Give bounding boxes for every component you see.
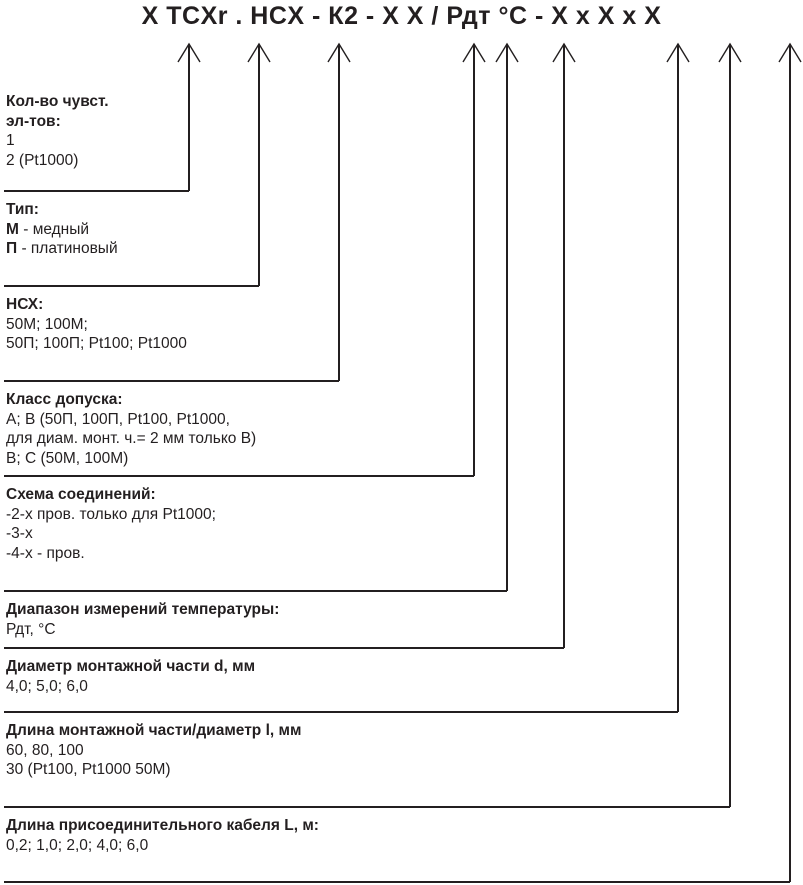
legend-section-mounting-length: Длина монтажной части/диаметр l, мм 60, 8…: [0, 721, 301, 780]
section-title: Длина монтажной части/диаметр l, мм: [6, 722, 302, 739]
section-option: -2-х пров. только для Pt1000;: [6, 505, 216, 523]
section-option: 50М; 100М;: [6, 315, 88, 333]
section-option: В; С (50М, 100М): [6, 449, 129, 467]
code-arrow-3: [327, 42, 351, 96]
product-code-title: X TCXr . HCX - К2 - X X / Рдт °С - X x X…: [141, 2, 662, 30]
section-option: -3-х: [6, 525, 33, 542]
section-title: Диапазон измерений температуры:: [6, 601, 280, 618]
legend-section-mounting-diameter: Диаметр монтажной части d, мм 4,0; 5,0; 6…: [0, 657, 255, 696]
legend-section-connection-scheme: Схема соединений: -2-х пров. только для P…: [0, 485, 216, 563]
section-title: НСХ:: [6, 296, 44, 313]
section-option: 4,0; 5,0; 6,0: [6, 677, 88, 695]
legend-section-sensing-elements-count: Кол-во чувст. эл-тов: 1 2 (Pt1000): [0, 92, 109, 170]
code-arrow-1: [177, 42, 201, 96]
code-arrow-6: [552, 42, 576, 96]
legend-section-nsx: НСХ: 50М; 100М; 50П; 100П; Pt100; Pt1000: [0, 295, 187, 354]
legend-section-type: Тип: М - медный П - платиновый: [0, 200, 118, 259]
code-arrow-8: [718, 42, 742, 96]
code-arrow-2: [247, 42, 271, 96]
section-option: 1: [6, 132, 15, 149]
section-option: Рдт, °С: [6, 620, 56, 638]
section-option: 0,2; 1,0; 2,0; 4,0; 6,0: [6, 836, 149, 854]
section-option: для диам. монт. ч.= 2 мм только В): [6, 430, 257, 447]
section-title: Схема соединений:: [6, 486, 156, 503]
code-arrow-7: [666, 42, 690, 96]
section-title: Кол-во чувст.: [6, 93, 109, 110]
section-title: эл-тов:: [6, 112, 61, 130]
section-option: 30 (Pt100, Pt1000 50М): [6, 761, 171, 778]
legend-section-cable-length: Длина присоединительного кабеля L, м: 0,2…: [0, 816, 319, 855]
section-title: Длина присоединительного кабеля L, м:: [6, 817, 319, 834]
arrow-group: [177, 42, 802, 96]
section-title: Тип:: [6, 201, 39, 218]
section-option: М - медный: [6, 220, 90, 238]
section-title: Класс допуска:: [6, 391, 123, 408]
legend-section-temperature-range: Диапазон измерений температуры: Рдт, °С: [0, 600, 279, 639]
legend-section-tolerance-class: Класс допуска: А; В (50П, 100П, Pt100, Pt…: [0, 390, 256, 468]
section-option: -4-х - пров.: [6, 544, 85, 562]
code-arrow-9: [778, 42, 802, 96]
section-option: А; В (50П, 100П, Pt100, Pt1000,: [6, 410, 230, 428]
section-title: Диаметр монтажной части d, мм: [6, 658, 256, 675]
section-option: 50П; 100П; Pt100; Pt1000: [6, 335, 187, 352]
section-option: 60, 80, 100: [6, 741, 84, 759]
code-arrow-4: [462, 42, 486, 96]
section-option: П - платиновый: [6, 240, 118, 257]
section-option: 2 (Pt1000): [6, 151, 79, 169]
code-arrow-5: [495, 42, 519, 96]
leader-temperature-range: [4, 94, 565, 649]
